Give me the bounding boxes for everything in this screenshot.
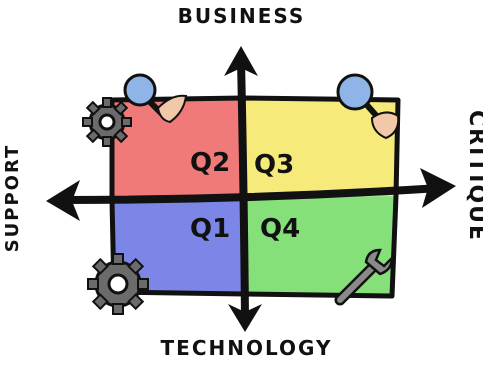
top-arrowhead: [224, 46, 258, 76]
wrench-icon: [334, 248, 394, 306]
axis-label-business: BUSINESS: [177, 4, 306, 28]
left-arrowhead: [46, 180, 80, 221]
bottom-arrowhead: [228, 304, 262, 332]
quadrant-q2-fill: [112, 98, 244, 200]
quadrant-q4-fill: [244, 196, 396, 296]
magnifier-icon: [336, 73, 400, 140]
quadrant-label-q4: Q4: [260, 214, 301, 244]
quadrant-q1-fill: [112, 198, 245, 294]
quadrant-label-q2: Q2: [190, 148, 231, 178]
quadrant-label-q1: Q1: [190, 214, 231, 244]
axis-label-critique: CRITIQUE: [464, 110, 483, 243]
axis-label-technology: TECHNOLOGY: [160, 336, 333, 360]
gear-icon: [87, 253, 149, 315]
right-arrowhead: [420, 168, 456, 208]
horizontal-axis: [58, 184, 444, 204]
quadrant-q3-fill: [243, 98, 398, 198]
gear-icon: [82, 97, 132, 147]
vertical-axis: [237, 56, 249, 322]
quadrant-outline: [109, 95, 401, 299]
quadrant-label-q3: Q3: [254, 150, 295, 180]
axis-label-support: SUPPORT: [2, 143, 23, 253]
magnifier-icon: [123, 73, 188, 124]
